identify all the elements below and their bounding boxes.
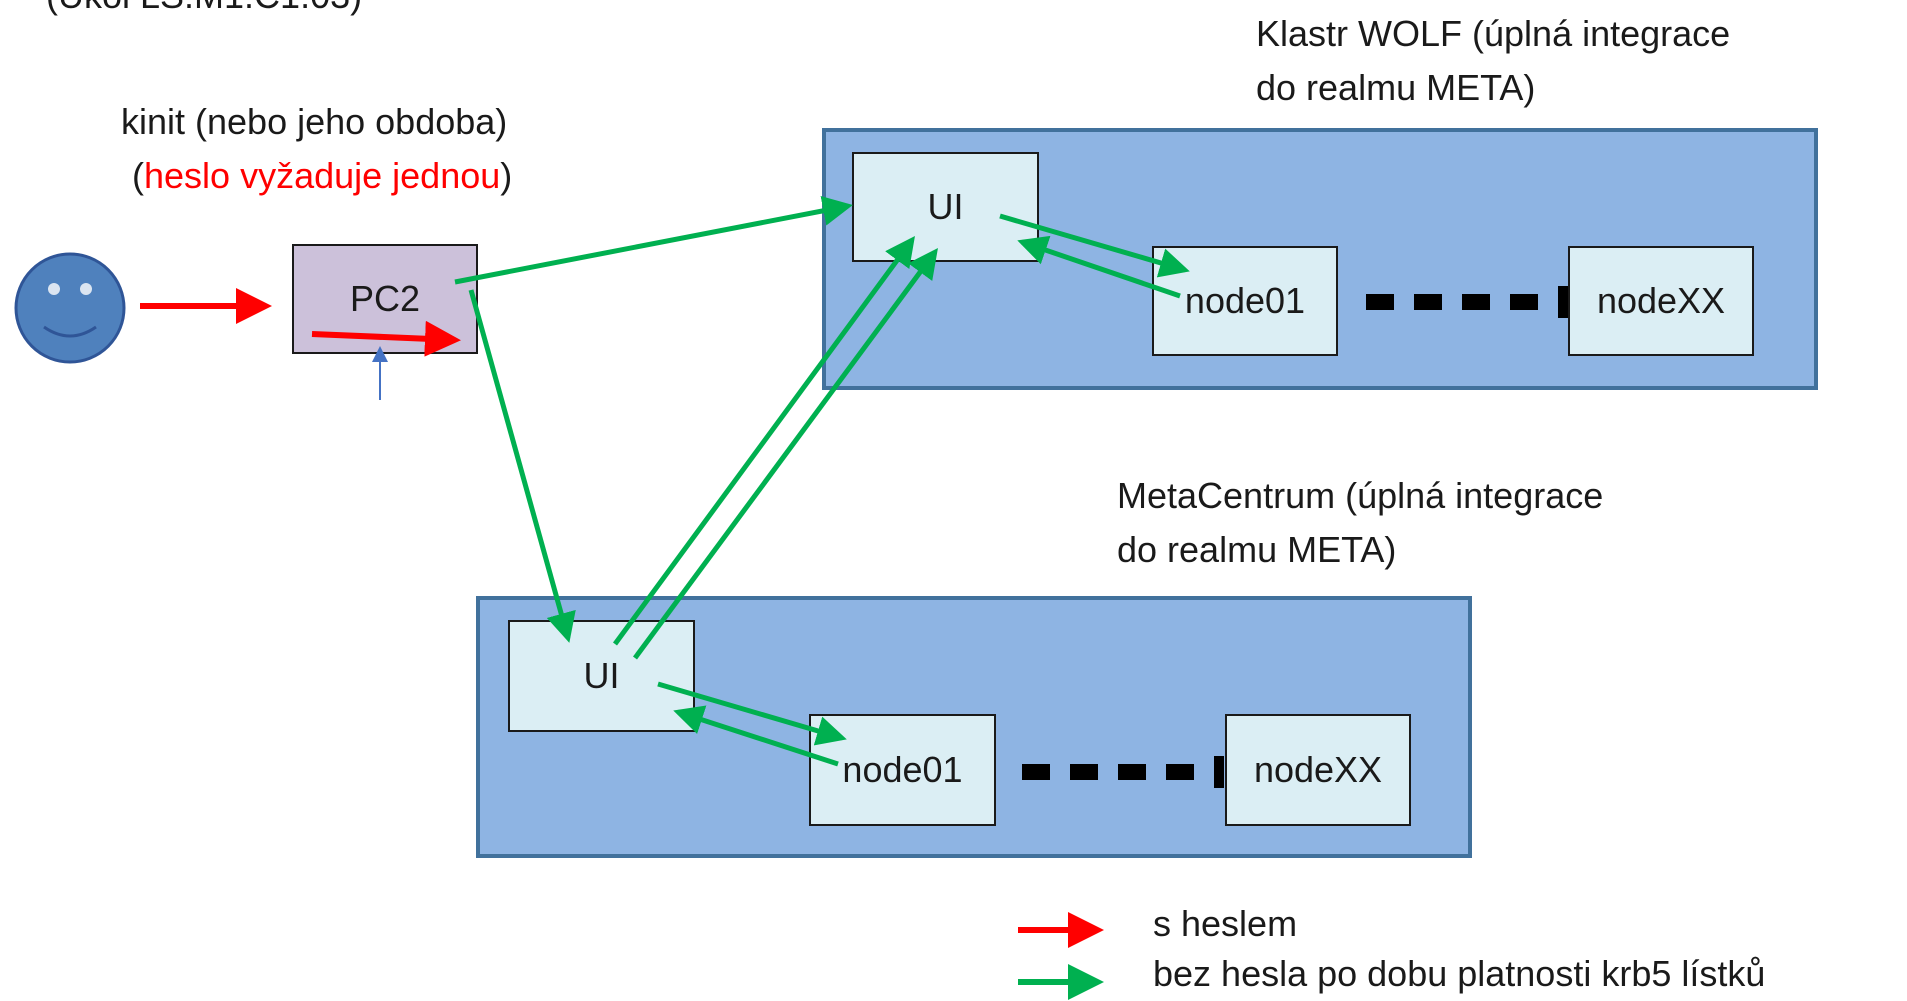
kinit-label: kinit (nebo jeho obdoba) [121,101,508,142]
kinit-password-note: (heslo vyžaduje jednou) [132,152,512,200]
green-arrow-meta-node01-to-ui [673,705,839,767]
green-arrow-meta-ui-to-wolf-ui-1 [612,235,915,646]
wolf-node-ellipsis [1366,286,1568,318]
password-once-text: heslo vyžaduje jednou [144,155,501,196]
wolf-cluster-title: Klastr WOLF (úplná integrace [1256,13,1731,54]
wolf-ui-node: UI [852,152,1039,262]
wolf-cluster-subtitle: do realmu META) [1256,67,1536,108]
meta-ui-node: UI [508,620,695,732]
legend-red-label: s heslem [1153,903,1298,944]
paren-open: ( [132,155,144,196]
green-arrow-meta-ui-to-wolf-ui-2 [632,247,938,660]
meta-cluster-title: MetaCentrum (úplná integrace [1117,475,1604,516]
paren-close: ) [500,155,513,196]
green-arrow-pc2-to-wolf-ui [454,196,853,285]
red-arrow-inside-pc2 [311,320,461,357]
meta-cluster-subtitle: do realmu META) [1117,529,1397,570]
meta-node-ellipsis [1022,756,1224,788]
green-arrow-wolf-ui-to-node01 [999,213,1190,278]
legend-green-label: bez hesla po dobu platnosti krb5 lístků [1153,953,1766,994]
green-arrow-wolf-node01-to-ui [1017,235,1181,299]
diagram-top-title: (Ukol LS.M1.C1.03) [46,0,362,20]
meta-nodeXX: nodeXX [1225,714,1411,826]
wolf-nodeXX: nodeXX [1568,246,1754,356]
user-smiley-icon [14,252,126,364]
green-arrow-meta-ui-to-node01 [657,681,847,746]
green-arrow-pc2-to-meta-ui [468,289,576,643]
